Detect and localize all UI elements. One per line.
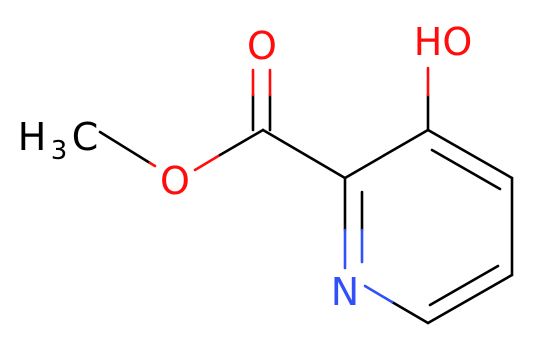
ring-nitrogen-label: N	[331, 270, 359, 314]
bonds	[98, 66, 514, 325]
bond-o-carbonyl-red	[193, 153, 222, 172]
bond-o-carbonyl	[218, 128, 265, 157]
methyl-hydrogen: H	[18, 115, 47, 159]
bond-c3-c4-inner	[430, 148, 502, 191]
bond-carbonyl-c2	[261, 128, 347, 180]
ester-oxygen-label: O	[160, 159, 190, 203]
bond-c5-c6-inner	[428, 264, 500, 307]
methyl-carbon: C	[72, 115, 99, 159]
bond-methyl-o-red	[148, 161, 157, 168]
methyl-subscript: 3	[51, 136, 68, 166]
hydroxyl-label: HO	[414, 20, 472, 64]
methyl-label: H 3 C	[18, 115, 99, 166]
bond-c6-n	[390, 300, 430, 325]
bond-c2-c3	[343, 128, 430, 180]
bond-c5-c6	[426, 273, 514, 325]
carbonyl-oxygen-label: O	[247, 24, 277, 68]
bond-c3-c4	[426, 128, 514, 180]
bond-methyl-o	[98, 130, 152, 165]
bond-c6-n-blue	[363, 284, 394, 304]
